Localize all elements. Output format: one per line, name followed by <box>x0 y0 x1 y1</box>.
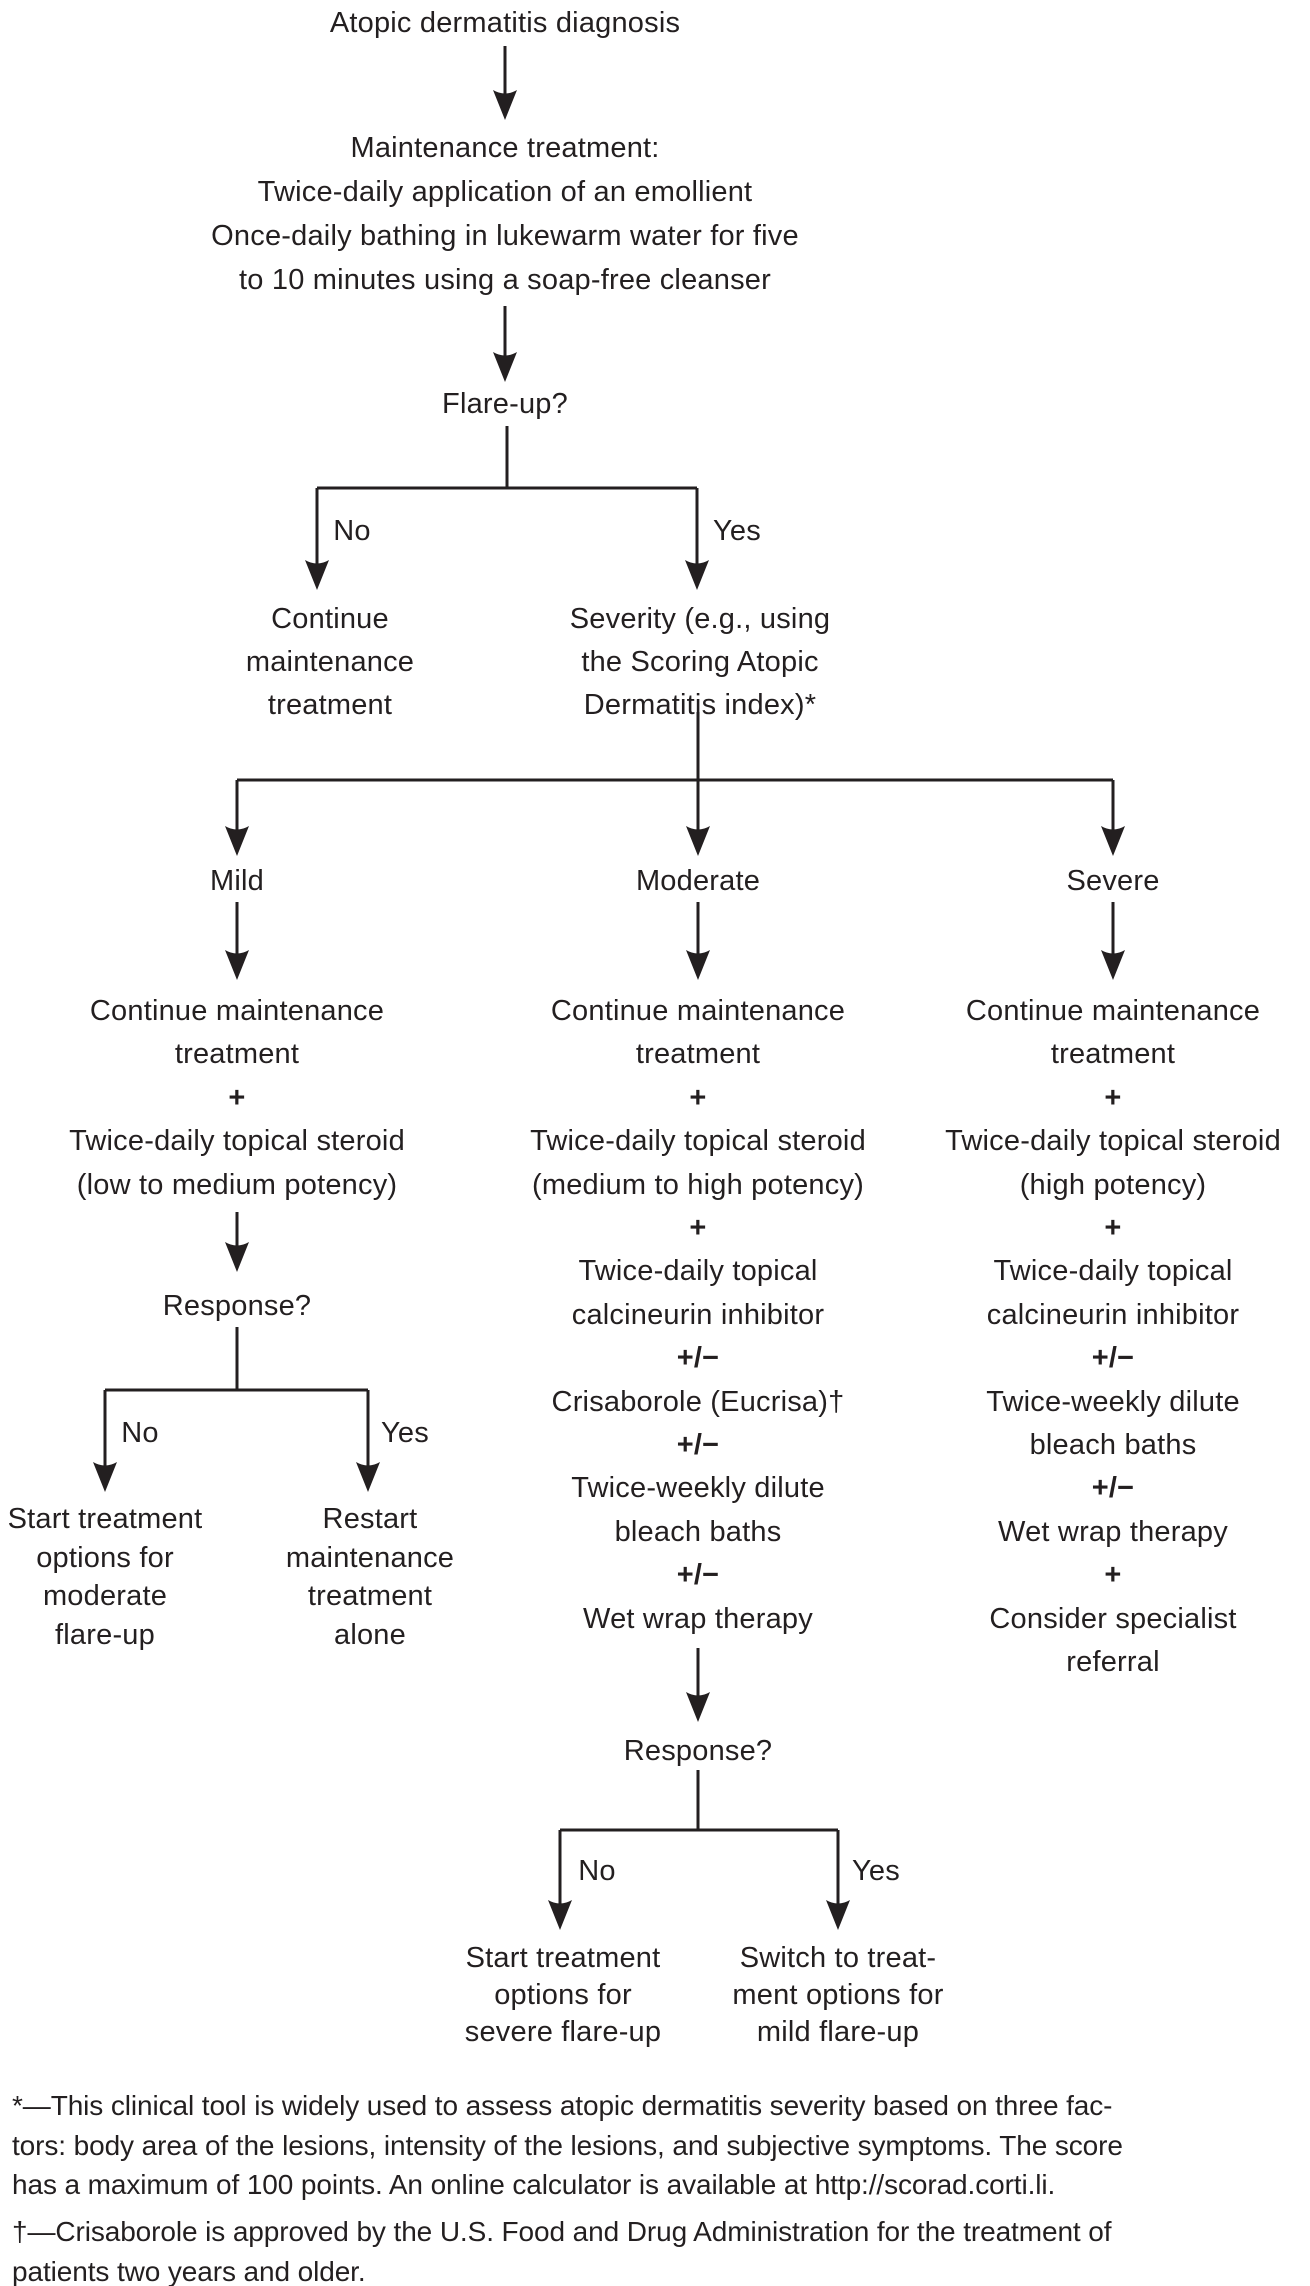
moderate-response-yes-label: Yes <box>852 1855 900 1887</box>
treatment-line: treatment <box>635 1038 761 1071</box>
treatment-line: Continue maintenance <box>965 995 1261 1027</box>
plus-operator: + <box>228 1081 246 1114</box>
mild-treatment-block: Continue maintenance treatment + Twice-d… <box>0 990 497 1207</box>
arrowhead <box>686 950 710 980</box>
arrowhead <box>225 950 249 980</box>
arrowhead <box>225 826 249 856</box>
treatment-line: Wet wrap therapy <box>583 1602 813 1635</box>
treatment-line: Twice-daily topical steroid <box>530 1125 866 1158</box>
node-switch-mild-options: Switch to treat- ment options for mild f… <box>732 1942 944 2048</box>
arrowhead <box>826 1900 850 1930</box>
mild-response-yes-label: Yes <box>381 1417 429 1449</box>
plus-operator: + <box>1104 1559 1122 1592</box>
moderate-response-no-label: No <box>578 1855 616 1887</box>
node-restart-maintenance: Restart maintenance treatment alone <box>285 1503 455 1651</box>
flareup-branch-line <box>317 426 697 490</box>
plus-operator: + <box>1104 1081 1122 1114</box>
node-severity-assessment: Severity (e.g., using the Scoring Atopic… <box>569 603 831 721</box>
arrowhead <box>493 352 517 382</box>
treatment-line: Twice-daily topical <box>993 1255 1233 1288</box>
node-diagnosis: Atopic dermatitis diagnosis <box>329 7 681 39</box>
arrowhead <box>686 1692 710 1722</box>
severity-branch-line <box>237 712 1113 782</box>
treatment-line: Continue maintenance <box>89 995 385 1027</box>
plus-minus-operator: +/− <box>676 1342 720 1375</box>
mild-response-no-label: No <box>121 1417 159 1449</box>
treatment-line: Twice-daily topical steroid <box>945 1125 1281 1158</box>
footnote-crisaborole: †—Crisaborole is approved by the U.S. Fo… <box>12 2216 1112 2286</box>
severity-label-moderate: Moderate <box>635 865 761 897</box>
severe-treatment-block: Continue maintenance treatment + Twice-d… <box>853 990 1310 1685</box>
mild-response-branch-line <box>105 1327 368 1392</box>
plus-minus-operator: +/− <box>676 1559 720 1592</box>
node-maintenance-treatment: Maintenance treatment: Twice-daily appli… <box>211 132 799 296</box>
node-flareup-question: Flare-up? <box>442 388 568 420</box>
node-mild-response-question: Response? <box>162 1290 312 1322</box>
treatment-line: treatment <box>174 1038 300 1071</box>
severity-label-mild: Mild <box>210 865 264 897</box>
treatment-line: calcineurin inhibitor <box>986 1298 1240 1331</box>
arrowhead <box>493 90 517 120</box>
treatment-line: treatment <box>1050 1038 1176 1071</box>
arrowhead <box>356 1462 380 1492</box>
treatment-line: (low to medium potency) <box>76 1168 398 1201</box>
arrowhead <box>686 826 710 856</box>
plus-operator: + <box>1104 1212 1122 1245</box>
plus-minus-operator: +/− <box>676 1429 720 1462</box>
treatment-line: (medium to high potency) <box>531 1168 864 1201</box>
arrowhead <box>685 560 709 590</box>
moderate-treatment-block: Continue maintenance treatment + Twice-d… <box>438 990 958 1641</box>
plus-operator: + <box>689 1212 707 1245</box>
node-start-severe-options: Start treatment options for severe flare… <box>464 1942 662 2048</box>
treatment-line: (high potency) <box>1019 1168 1207 1201</box>
footnote-scorad: *—This clinical tool is widely used to a… <box>12 2090 1123 2200</box>
plus-operator: + <box>689 1081 707 1114</box>
arrowhead <box>305 560 329 590</box>
arrowhead <box>93 1462 117 1492</box>
treatment-line: Twice-weekly dilute <box>986 1385 1240 1418</box>
treatment-line: Wet wrap therapy <box>998 1515 1228 1548</box>
severity-label-severe: Severe <box>1066 865 1160 897</box>
treatment-line: referral <box>1066 1646 1160 1679</box>
arrowhead <box>548 1900 572 1930</box>
arrowhead <box>225 1242 249 1272</box>
treatment-line: calcineurin inhibitor <box>571 1298 825 1331</box>
node-continue-maintenance: Continue maintenance treatment <box>245 603 415 721</box>
moderate-response-branch-line <box>560 1770 838 1832</box>
treatment-line: bleach baths <box>614 1515 782 1548</box>
flareup-yes-label: Yes <box>713 515 761 547</box>
node-start-moderate-options: Start treatment options for moderate fla… <box>7 1503 203 1651</box>
plus-minus-operator: +/− <box>1091 1472 1135 1505</box>
arrowhead <box>1101 950 1125 980</box>
treatment-line: Consider specialist <box>989 1602 1237 1635</box>
arrowhead <box>1101 826 1125 856</box>
node-moderate-response-question: Response? <box>623 1735 773 1767</box>
treatment-line: bleach baths <box>1029 1429 1197 1462</box>
treatment-line: Crisaborole (Eucrisa)† <box>551 1385 845 1418</box>
treatment-line: Twice-weekly dilute <box>571 1472 825 1505</box>
treatment-line: Twice-daily topical steroid <box>69 1125 405 1158</box>
plus-minus-operator: +/− <box>1091 1342 1135 1375</box>
treatment-line: Continue maintenance <box>550 995 846 1027</box>
treatment-line: Twice-daily topical <box>578 1255 818 1288</box>
flareup-no-label: No <box>333 515 371 547</box>
